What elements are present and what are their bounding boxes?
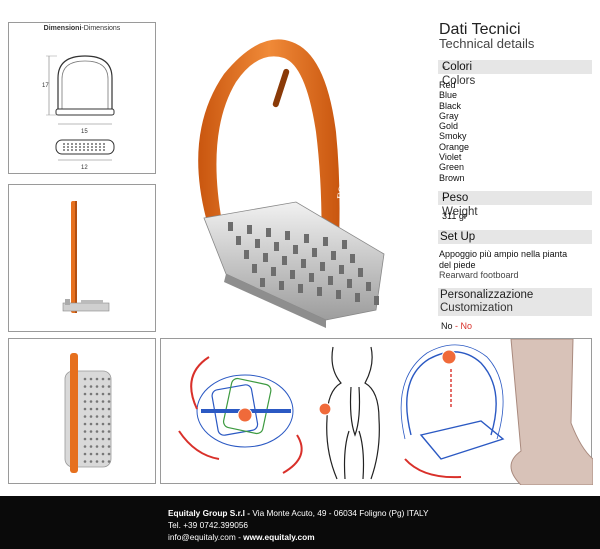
color-item: Gold — [439, 121, 459, 132]
colors-header: Colori-Colors — [438, 60, 592, 87]
diagram-panel — [160, 338, 593, 485]
product-image: EQUI — [166, 22, 428, 332]
color-item: Blue — [439, 90, 458, 101]
tech-title-en: Technical details — [439, 36, 535, 51]
color-item: Red — [439, 80, 456, 90]
width-label: 15 — [81, 129, 88, 135]
footer-company: Equitaly Group S.r.l - — [168, 508, 251, 518]
brand-mark: EQUI — [335, 172, 351, 200]
custom-header: Personalizzazione Customization — [438, 288, 592, 316]
setup-desc-en: Rearward footboard — [439, 270, 519, 280]
dimensions-title: Dimensioni-Dimensions — [43, 25, 121, 32]
height-label: 17 — [42, 83, 49, 89]
color-item: Gray — [439, 110, 459, 121]
weight-value: 311 gr — [442, 211, 467, 221]
diagram-drawing — [178, 339, 593, 485]
rotation-diagram-right — [400, 344, 505, 479]
colors-label-en: -Colors — [442, 61, 476, 87]
color-item: Smoky — [439, 131, 467, 142]
custom-label-it: Personalizzazione — [440, 289, 534, 301]
footer-web-link[interactable]: www.equitaly.com — [240, 532, 315, 542]
base-label: 12 — [81, 165, 88, 171]
footer-tel: Tel. +39 0742.399056 — [168, 520, 249, 530]
color-item: Green — [439, 162, 465, 173]
footboard-panel — [8, 338, 156, 484]
side-view-drawing — [62, 201, 110, 313]
weight-header: Peso-Weight — [438, 191, 592, 218]
weight-label-en: -Weight — [442, 192, 478, 218]
footer-email[interactable]: info@equitaly.com - — [168, 532, 241, 542]
dimensions-drawing: 17 15 12 — [42, 55, 115, 171]
riding-boot — [510, 339, 593, 485]
footer-address: Via Monte Acuto, 49 - 06034 Foligno (Pg)… — [250, 508, 429, 518]
color-item: Violet — [439, 152, 462, 163]
color-item: Brown — [439, 172, 465, 183]
dimensions-panel: Dimensioni-Dimensions 17 15 12 — [8, 22, 156, 174]
footer-address-line: Equitaly Group S.r.l - Via Monte Acuto, … — [168, 508, 429, 518]
custom-label-en: Customization — [440, 302, 513, 314]
colors-label: Colori — [442, 61, 473, 73]
setup-header: Set Up — [438, 230, 592, 244]
footer: Equitaly Group S.r.l - Via Monte Acuto, … — [0, 496, 600, 549]
custom-value: No - No — [441, 321, 473, 331]
side-view-panel — [8, 184, 156, 332]
color-item: Black — [439, 100, 462, 111]
footer-contacts: info@equitaly.com - www.equitaly.com — [168, 532, 315, 542]
weight-label: Peso — [442, 192, 469, 204]
setup-label: Set Up — [440, 231, 476, 243]
setup-desc-it-1: Appoggio più ampio nella pianta — [439, 249, 568, 259]
tech-title-it: Dati Tecnici — [439, 21, 521, 38]
footboard-drawing — [64, 353, 112, 473]
color-item: Orange — [439, 141, 470, 152]
setup-desc-it-2: del piede — [439, 259, 476, 270]
horse-rear-view — [318, 346, 380, 480]
rotation-diagram-left — [178, 356, 303, 474]
